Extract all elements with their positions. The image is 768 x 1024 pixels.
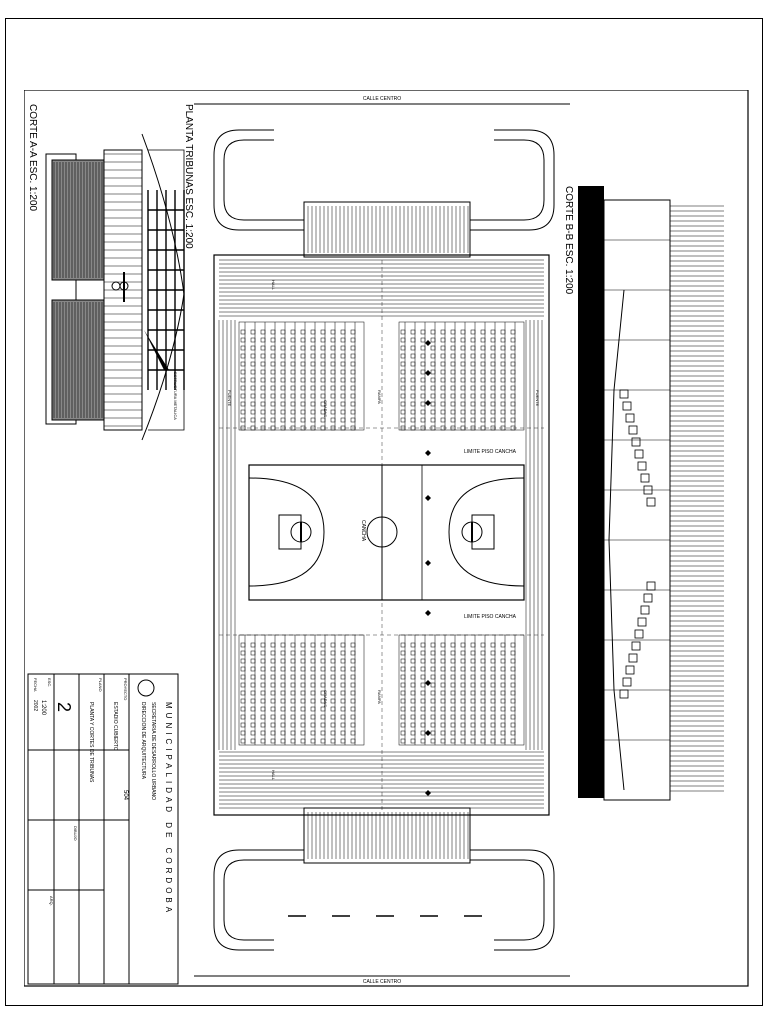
- ramp-label-top: RAMPA: [377, 390, 382, 404]
- top-entrance-block: [303, 201, 471, 258]
- secretariat-name: SECRETARIA DE DESARROLLO URBANO: [150, 702, 156, 800]
- drawing-sheet-frame: [5, 18, 763, 1006]
- limit-label-1: LIMITE PISO CANCHA: [464, 449, 517, 455]
- hall-label-bottom: HALL: [271, 770, 276, 781]
- plan-title: PLANTA TRIBUNAS ESC. 1:200: [183, 104, 194, 249]
- section-a-title: CORTE A-A ESC. 1:200: [27, 104, 38, 212]
- plan-code-label: 504: [122, 790, 128, 801]
- drawing-label: PLANO: [98, 678, 103, 692]
- street-top-label: CALLE CENTRO: [363, 96, 401, 102]
- title-block: MUNICIPALIDAD DE CORDOBA SECRETARIA DE D…: [27, 673, 179, 985]
- scale-label: ESC.: [47, 678, 52, 687]
- stands-label-top: GRADAS: [323, 400, 328, 417]
- bottom-entrance-block: [303, 807, 471, 864]
- bridge-label-right: PUENTE: [535, 390, 540, 407]
- stands-label-bottom: GRADAS: [323, 690, 328, 707]
- ramp-label-bottom: RAMPA: [377, 690, 382, 704]
- architectural-drawing: CORTE A-A ESC. 1:200 ESTRUCTURA METALICA…: [24, 90, 749, 987]
- section-a-a: CORTE A-A ESC. 1:200 ESTRUCTURA METALICA: [27, 104, 185, 441]
- stands-plan: PLANTA TRIBUNAS ESC. 1:200 CALLE CENTRO …: [183, 96, 570, 985]
- access-ramps: [213, 129, 555, 951]
- hall-label-top: HALL: [271, 280, 276, 291]
- project-name: ESTADIO CUBIERTO: [112, 702, 118, 751]
- limit-label-2: LIMITE PISO CANCHA: [464, 614, 517, 620]
- institution-name: MUNICIPALIDAD DE CORDOBA: [164, 702, 173, 916]
- date-label: FECHA: [33, 678, 38, 692]
- court-label: CANCHA: [360, 520, 366, 542]
- section-b-title: CORTE B-B ESC. 1:200: [563, 186, 574, 295]
- architect-label: ARQ.: [49, 896, 54, 906]
- street-bottom-label: CALLE CENTRO: [363, 979, 401, 985]
- municipal-seal-icon: [137, 679, 155, 697]
- project-label: PROYECTO: [123, 678, 128, 700]
- drawing-frame: [24, 90, 749, 987]
- svg-text:ESTRUCTURA METALICA: ESTRUCTURA METALICA: [173, 372, 178, 420]
- drawing-name: PLANTA Y CORTES DE TRIBUNAS: [88, 702, 94, 783]
- direction-name: DIRECCION DE ARQUITECTURA: [140, 702, 146, 780]
- plan-outline: [213, 254, 550, 816]
- section-b-b: CORTE B-B ESC. 1:200: [563, 186, 724, 801]
- drawn-by-label: DIBUJO: [73, 826, 78, 841]
- scale-value: 1:200: [40, 700, 46, 716]
- date-value: 2002: [32, 700, 38, 711]
- bridge-label-left: PUENTE: [227, 390, 232, 407]
- basketball-court: [248, 464, 525, 601]
- sheet-number: 2: [54, 702, 74, 712]
